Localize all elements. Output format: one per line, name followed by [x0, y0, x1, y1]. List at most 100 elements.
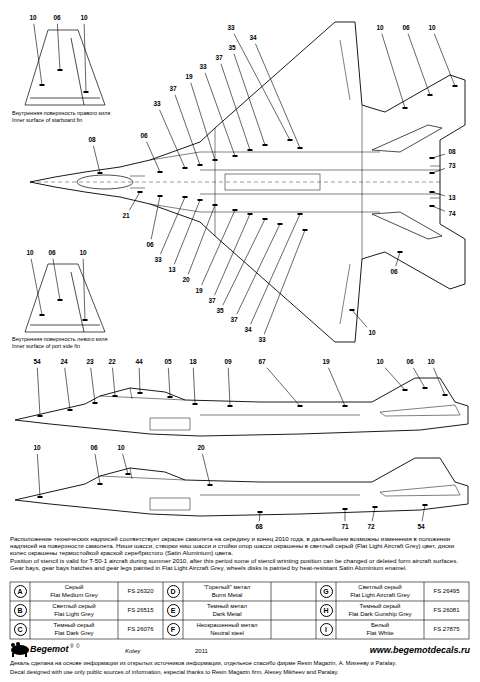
- text-wrap: Темный серый: [31, 622, 117, 629]
- leader-line: [191, 83, 215, 160]
- decal-mark: [343, 508, 348, 510]
- callout-wrap: 09: [223, 359, 232, 366]
- leader-line: [193, 368, 195, 404]
- text-wrap: Inner surface of starboard fin: [12, 117, 137, 123]
- callout-wrap: 24: [59, 359, 68, 366]
- note-text: Inner surface of starboard fin: [12, 117, 137, 123]
- leader-line: [83, 259, 85, 320]
- rudder-line: [30, 272, 100, 332]
- callout-number: 06: [145, 242, 154, 249]
- decal-mark: [58, 69, 63, 71]
- decal-mark: [430, 191, 435, 193]
- decal-mark: [138, 191, 143, 193]
- decal-mark: [38, 415, 43, 417]
- text-wrap: Dark Metal: [184, 611, 270, 618]
- callout-wrap: 37: [207, 298, 216, 305]
- text-wrap: Светлый серый: [31, 603, 117, 610]
- decal-mark: [350, 309, 355, 311]
- colour-letter: C: [17, 626, 22, 633]
- text-wrap: Position of stencil is valid for T-50-1 …: [10, 557, 470, 571]
- callout-wrap: 06: [47, 250, 56, 257]
- callout-wrap: 33: [226, 25, 235, 32]
- callout-number: 10: [426, 359, 435, 366]
- leader-line: [328, 368, 345, 406]
- colour-letter-circle: A: [14, 585, 27, 598]
- note-text: Декаль сделана на основе информации из о…: [10, 660, 470, 667]
- decal-mark: [68, 409, 73, 411]
- decal-mark: [423, 504, 428, 506]
- callout-number: 10: [427, 25, 436, 32]
- decal-mark: [83, 319, 88, 321]
- decal-mark: [263, 144, 268, 146]
- callout-number: 06: [389, 269, 398, 276]
- callout-number: 19: [194, 288, 203, 295]
- fin-plan: [372, 212, 442, 239]
- leader-line: [174, 200, 200, 264]
- callout-wrap: 34: [243, 327, 252, 334]
- colour-letter: B: [17, 607, 22, 614]
- colour-letter-circle: B: [14, 604, 27, 617]
- colour-letter-circle: E: [167, 604, 180, 617]
- leader-line: [255, 44, 300, 148]
- panel-lines: [100, 468, 460, 510]
- callout-wrap: 74: [447, 211, 456, 218]
- callout-wrap: 23: [85, 359, 94, 366]
- colour-letter-circle: G: [320, 585, 333, 598]
- note-text: Темный серый: [337, 603, 423, 610]
- callout-wrap: 10: [367, 330, 376, 337]
- leader-line: [352, 310, 367, 327]
- callout-number: 20: [181, 277, 190, 284]
- callout-wrap: 44: [134, 359, 143, 366]
- leader-line: [160, 197, 185, 254]
- callout-wrap: 10: [25, 250, 34, 257]
- leader-line: [267, 368, 300, 406]
- callout-number: 67: [257, 359, 266, 366]
- decal-mark: [198, 164, 203, 166]
- callout-number: 33: [153, 257, 162, 264]
- callout-number: 73: [447, 163, 456, 170]
- decal-mark: [298, 147, 303, 149]
- callout-number: 37: [168, 86, 177, 93]
- callout-wrap: 05: [163, 359, 172, 366]
- decal-mark: [430, 205, 435, 207]
- note-text: FS 26515: [119, 607, 162, 614]
- callout-number: 10: [375, 359, 384, 366]
- leader-line: [433, 368, 445, 395]
- callout-wrap: 37: [168, 86, 177, 93]
- decal-mark: [98, 483, 103, 485]
- callout-wrap: 72: [366, 524, 375, 531]
- callout-wrap: 06: [89, 445, 98, 452]
- text-wrap: Flat Light Grey: [31, 611, 117, 618]
- text-wrap: FS 26495: [425, 588, 468, 595]
- decal-mark: [40, 84, 45, 86]
- note-text: Расположение технических надписей соотве…: [10, 535, 470, 556]
- colour-letter-circle: H: [320, 604, 333, 617]
- note-text: Kotey: [125, 648, 165, 655]
- callout-wrap: 35: [215, 308, 224, 315]
- decal-mark: [453, 85, 458, 87]
- decal-mark: [343, 405, 348, 407]
- note-text: Dark Metal: [184, 611, 270, 618]
- decal-mark: [233, 155, 238, 157]
- text-wrap: www.begemotdecals.ru: [300, 645, 470, 655]
- callout-wrap: 10: [116, 445, 125, 452]
- callout-number: 37: [214, 55, 223, 62]
- callout-wrap: 54: [416, 524, 425, 531]
- note-text: Flat Light Aircraft Grey: [337, 592, 423, 599]
- leader-line: [251, 214, 300, 324]
- leader-line: [139, 368, 141, 393]
- text-wrap: Decal designed with use only public sour…: [10, 669, 470, 676]
- callout-wrap: 33: [152, 101, 161, 108]
- callout-number: 33: [226, 25, 235, 32]
- colour-letter: I: [325, 626, 327, 633]
- decal-mark: [58, 299, 63, 301]
- decal-mark: [428, 94, 433, 96]
- leader-line: [37, 454, 40, 497]
- callout-number: 06: [401, 25, 410, 32]
- centre-line: [30, 182, 440, 183]
- decal-mark: [138, 392, 143, 394]
- text-wrap: Neutral steel: [184, 630, 270, 637]
- leader-line: [202, 210, 235, 285]
- decal-mark: [303, 229, 308, 231]
- leader-line: [396, 252, 400, 266]
